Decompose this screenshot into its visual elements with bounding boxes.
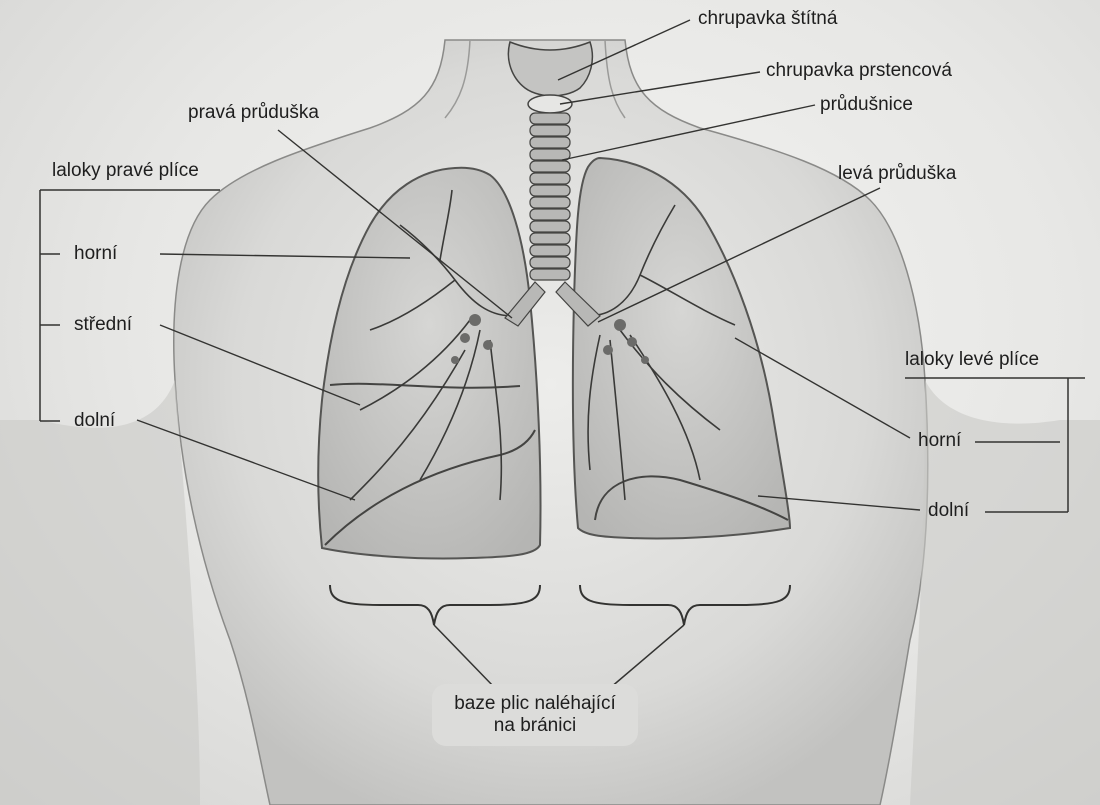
lung-base-label-line2: na bránici — [432, 715, 638, 737]
label-left-upper-lobe: horní — [918, 430, 961, 452]
left-arm-shadow — [0, 380, 200, 805]
label-right-upper-lobe: horní — [74, 243, 117, 265]
label-left-bronchus: levá průduška — [838, 163, 956, 185]
label-right-bronchus: pravá průduška — [188, 102, 319, 124]
label-right-lung-lobes: laloky pravé plíce — [52, 160, 199, 182]
lung-base-label-line1: baze plic naléhající — [432, 693, 638, 715]
label-left-lung-lobes: laloky levé plíce — [905, 349, 1039, 371]
label-thyroid-cartilage: chrupavka štítná — [698, 8, 837, 30]
label-right-lower-lobe: dolní — [74, 410, 115, 432]
label-right-middle-lobe: střední — [74, 314, 132, 336]
trachea-rings — [530, 113, 570, 280]
label-left-lower-lobe: dolní — [928, 500, 969, 522]
label-cricoid-cartilage: chrupavka prstencová — [766, 60, 952, 82]
cricoid-cartilage — [528, 95, 572, 113]
lung-base-callout: baze plic naléhající na bránici — [432, 684, 638, 746]
label-trachea: průdušnice — [820, 94, 913, 116]
